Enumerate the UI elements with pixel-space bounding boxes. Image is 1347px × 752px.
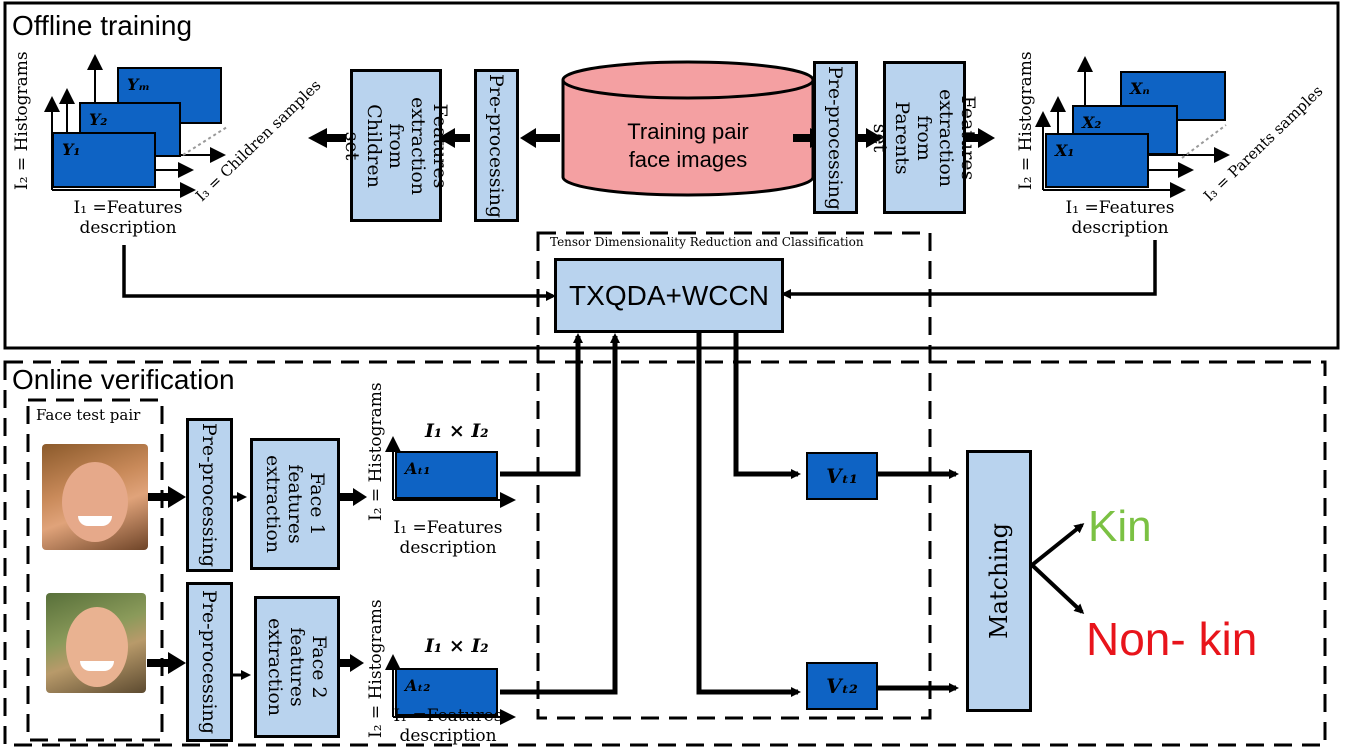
matrix1-axis-i1: I₁ =Features description [393,518,503,558]
face-shape [66,607,128,687]
nonkin-result: Non- kin [1086,613,1258,665]
matrix1-title: I₁ × I₂ [425,420,489,442]
v-t1-box: Vₜ₁ [806,452,878,500]
smile [80,661,114,671]
online-frame [3,360,1327,747]
smile [78,516,112,526]
slice-label: X₂ [1082,113,1102,132]
face2-preprocessing-box: Pre-processing [186,582,233,742]
parents-features-extraction-label: Features extraction from Parents set [869,88,980,187]
slice-label: X₁ [1055,141,1075,160]
face1-preprocessing-box: Pre-processing [186,418,233,572]
offline-frame [3,1,1340,350]
face1-features-box: Face 1 features extraction [250,438,340,570]
offline-title: Offline training [12,10,193,41]
face-test-pair-title: Face test pair [36,406,141,424]
parents-axis-i1: I₁ =Features description [1065,198,1175,238]
parents-preprocessing-box: Pre-processing [813,61,858,214]
tensor-title: Tensor Dimensionality Reduction and Clas… [550,235,864,249]
training-database-label: Training pair face images [627,119,749,172]
slice-label: Y₂ [89,110,108,129]
training-database-cylinder [561,60,815,197]
children-features-extraction-label: Features extraction from Children set [341,96,452,195]
v-t1-label: Vₜ₁ [826,464,858,488]
face1-features-label: Face 1 features extraction [262,454,329,554]
face1-preprocessing-label: Pre-processing [198,422,221,568]
matrix-a2: Aₜ₂ [395,668,498,716]
txqda-wccn-label: TXQDA+WCCN [569,279,769,311]
face-image-2 [46,593,146,693]
slice-label: Y₁ [62,140,81,159]
children-preprocessing-label: Pre-processing [485,73,508,218]
children-preprocessing-box: Pre-processing [474,69,519,222]
slice-label: Xₙ [1130,79,1150,98]
children-axis-i1: I₁ =Features description [73,198,183,238]
matching-label: Matching [985,523,1014,639]
matrix2-title: I₁ × I₂ [425,635,489,657]
parents-axis-i2: I₂ = Histograms [1016,51,1036,190]
face-image-1 [42,444,148,550]
face-test-pair-frame [26,398,164,742]
online-title: Online verification [12,364,235,395]
matrix1-axis-i2: I₂ = Histograms [366,382,386,521]
matching-box: Matching [966,450,1032,712]
slice-label: Yₘ [127,75,151,94]
face2-preprocessing-label: Pre-processing [198,589,221,735]
matrix-a2-label: Aₜ₂ [405,676,431,695]
face-shape [62,462,128,542]
children-axis-i2: I₂ = Histograms [12,51,32,190]
children-tensor-slice-1: Y₁ [52,132,156,188]
txqda-wccn-box: TXQDA+WCCN [554,258,784,333]
v-t2-label: Vₜ₂ [826,674,858,698]
kin-result: Kin [1088,502,1152,551]
v-t2-box: Vₜ₂ [806,662,878,710]
face2-features-label: Face 2 features extraction [264,617,331,717]
parents-features-extraction-box: Features extraction from Parents set [870,61,980,214]
children-features-extraction-box: Features extraction from Children set [341,69,451,222]
parents-tensor-slice-1: X₁ [1045,133,1149,188]
matrix-a1-label: Aₜ₁ [405,459,431,478]
matrix2-axis-i1: I₁ =Features description [393,706,503,746]
parents-preprocessing-label: Pre-processing [824,65,847,210]
tensor-frame [536,231,932,720]
face2-features-box: Face 2 features extraction [254,596,340,738]
matrix-a1: Aₜ₁ [395,451,498,499]
